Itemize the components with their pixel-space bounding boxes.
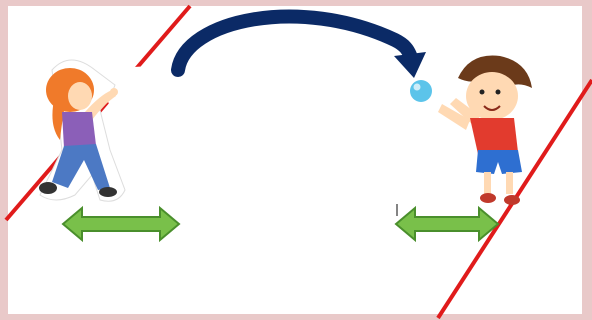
double-arrow-left-shape — [61, 205, 181, 243]
throw-arc-path — [171, 9, 417, 77]
boy-shoe-left — [480, 193, 496, 203]
girl-shoe-left — [39, 182, 57, 194]
double-arrow-right — [394, 205, 500, 243]
girl-shoe-right — [99, 187, 117, 197]
ball-highlight — [413, 83, 421, 91]
boy-leg-left — [484, 172, 491, 194]
boy-eye-left — [479, 89, 485, 95]
double-arrow-left — [61, 205, 181, 243]
girl-throwing — [39, 59, 126, 202]
girl-jeans — [52, 144, 110, 190]
girl-face — [68, 82, 92, 110]
boy-leg-right — [506, 172, 513, 194]
boy-shorts — [476, 150, 522, 174]
throw-arc — [171, 9, 426, 78]
motion-smear — [100, 66, 160, 125]
boy-eye-right — [495, 89, 501, 95]
ball — [410, 80, 432, 102]
boy-shoe-right — [504, 195, 520, 205]
throw-arc-arrowhead — [394, 52, 426, 78]
girl-ponytail — [52, 95, 66, 140]
boy-shirt — [470, 118, 518, 154]
boy-face — [466, 72, 518, 120]
boy-mouth — [483, 105, 501, 111]
double-arrow-right-shape — [394, 205, 500, 243]
boy-catching — [438, 55, 532, 205]
girl-arm — [85, 90, 116, 120]
girl-hand — [110, 88, 118, 96]
girl-shirt — [62, 112, 96, 148]
boy-arm-left — [438, 104, 470, 130]
